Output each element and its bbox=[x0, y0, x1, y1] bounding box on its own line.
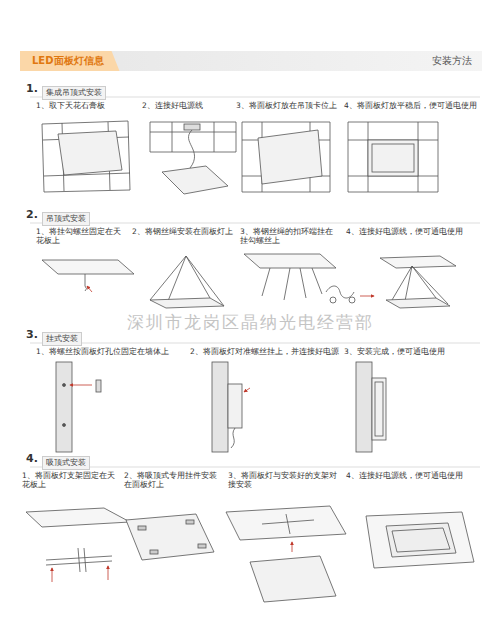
section-number: 3. bbox=[26, 328, 46, 342]
node-text: 吸顶式安装 bbox=[46, 458, 86, 467]
step-text: 1、将面板灯支架固定在天花板上 bbox=[22, 471, 122, 490]
section-title: 吊顶式安装 bbox=[42, 212, 90, 226]
section-number: 1. bbox=[26, 82, 46, 96]
header-bar bbox=[20, 51, 482, 71]
header-tab: LED面板灯信息 bbox=[20, 51, 120, 71]
section-title: 集成吊顶式安装 bbox=[42, 86, 106, 100]
section-number: 4. bbox=[26, 452, 46, 466]
step-text: 1、将螺丝按面板灯孔位固定在墙体上 bbox=[36, 347, 186, 356]
step-text: 2、将面板灯对准螺丝挂上，并连接好电源 bbox=[190, 347, 340, 356]
node-text: 安装方法 bbox=[432, 55, 472, 66]
step-text: 1、将挂勾螺丝固定在天花板上 bbox=[36, 227, 128, 246]
node-text: 吊顶式安装 bbox=[46, 214, 86, 223]
node-text: LED面板灯信息 bbox=[32, 55, 104, 66]
step-text: 1、取下天花石膏板 bbox=[36, 101, 136, 110]
step-text: 3、将面板灯放在吊顶卡位上 bbox=[236, 101, 342, 110]
section-title: 挂式安装 bbox=[42, 332, 82, 346]
step-text: 2、将吸顶式专用挂件安装在面板灯上 bbox=[124, 471, 224, 490]
step-text: 3、将钢丝绳的扣环端挂在挂勾螺丝上 bbox=[240, 227, 336, 246]
node-text: 挂式安装 bbox=[46, 334, 78, 343]
step-text: 2、连接好电源线 bbox=[142, 101, 234, 110]
section-rule bbox=[30, 97, 480, 467]
step-text: 4、连接好电源线，便可通电使用 bbox=[346, 471, 482, 480]
install-drawing bbox=[26, 121, 474, 602]
watermark: 深圳市龙岗区晶纳光电经营部 bbox=[30, 312, 470, 333]
header-title: 安装方法 bbox=[426, 51, 478, 71]
section-number: 2. bbox=[26, 208, 46, 222]
step-text: 2、将钢丝绳安装在面板灯上 bbox=[132, 227, 238, 236]
step-text: 4、连接好电源线，便可通电使用 bbox=[346, 227, 482, 236]
step-text: 3、将面板灯与安装好的支架对接安装 bbox=[228, 471, 340, 490]
step-text: 4、将面板灯放平稳后，便可通电使用 bbox=[344, 101, 484, 110]
node-text: 集成吊顶式安装 bbox=[46, 88, 102, 97]
step-text: 3、安装完成，便可通电使用 bbox=[344, 347, 480, 356]
section-title: 吸顶式安装 bbox=[42, 456, 90, 470]
